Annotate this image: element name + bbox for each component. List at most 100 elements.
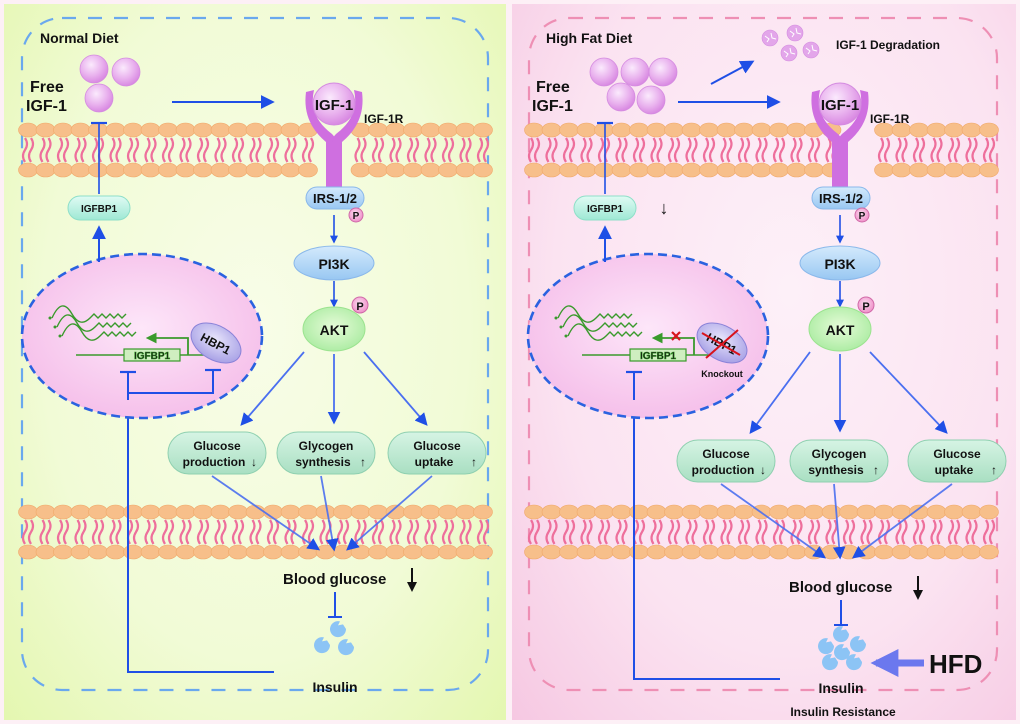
receptor-label: IGF-1R — [870, 112, 910, 126]
lipid-head — [193, 504, 213, 520]
lipid-head — [559, 504, 579, 520]
outcome-box — [676, 439, 776, 483]
igfbp1-protein-label: IGFBP1 — [81, 204, 118, 215]
lipid-head — [473, 544, 493, 560]
lipid-head — [350, 162, 371, 178]
lipid-head — [734, 544, 754, 560]
lipid-tail — [667, 137, 675, 163]
lipid-tail — [441, 137, 449, 163]
lipid-head — [664, 162, 684, 178]
receptor-right-arm — [332, 90, 363, 204]
lipid-tail — [708, 137, 716, 163]
lipid-head — [961, 122, 982, 138]
akt-arrow-glucose-uptake — [363, 351, 428, 426]
lipid-tail — [702, 519, 710, 545]
lipid-tail — [412, 519, 420, 545]
free-igf1-label: IGF-1 — [532, 98, 573, 115]
lipid-head — [699, 162, 719, 178]
lipid-head — [175, 504, 196, 520]
lipid-tail — [202, 519, 210, 545]
lipid-tail — [115, 519, 122, 545]
pi3k-label: PI3K — [824, 256, 855, 272]
plasma-membrane-bottom-hfd — [524, 504, 999, 560]
lipid-head — [263, 122, 283, 138]
mrna-cap — [53, 325, 57, 329]
insulin-molecule — [834, 644, 851, 661]
insulin-molecule — [833, 626, 850, 643]
lipid-tail — [597, 137, 605, 163]
igf1-receptor — [305, 82, 363, 204]
lipid-tail — [527, 137, 535, 163]
lipid-tail — [447, 519, 455, 545]
lipid-tail — [266, 137, 274, 163]
outcome-line1: Glucose — [413, 439, 461, 453]
lipid-tail — [860, 519, 867, 545]
lipid-tail — [545, 519, 552, 545]
lipid-head — [315, 544, 336, 560]
lipid-tail — [307, 519, 315, 545]
lipid-head — [944, 162, 964, 178]
igf1-sphere — [589, 57, 619, 87]
lipid-head — [734, 122, 754, 138]
lipid-head — [716, 162, 737, 178]
akt-arrow-glucose-production — [240, 351, 305, 426]
akt-arrow-glucose-uptake — [869, 351, 948, 434]
lipid-tail — [465, 519, 472, 545]
outcome-trend-arrow: ↓ — [251, 455, 257, 469]
lipid-head — [856, 504, 877, 520]
lipid-head — [576, 122, 597, 138]
lipid-tail — [621, 137, 628, 163]
lipid-tail — [965, 519, 972, 545]
lipid-head — [315, 504, 336, 520]
lipid-tail — [562, 519, 570, 545]
mrna-strand — [562, 314, 638, 332]
lipid-head — [611, 504, 632, 520]
outcome-line2: production — [183, 455, 246, 469]
lipid-head — [716, 544, 737, 560]
lipid-tail — [424, 519, 431, 545]
plasma-membrane-top-normal — [18, 122, 493, 178]
lipid-head — [944, 122, 964, 138]
lipid-head — [420, 122, 441, 138]
insulin-molecule — [822, 654, 839, 671]
irs-label: IRS-1/2 — [313, 191, 357, 206]
lipid-tail — [272, 137, 280, 163]
lipid-tail — [179, 519, 186, 545]
lipid-tail — [126, 137, 134, 163]
lipid-tail — [650, 137, 657, 163]
lipid-tail — [638, 519, 646, 545]
lipid-head — [70, 122, 91, 138]
outcome-line2: synthesis — [808, 463, 864, 477]
lipid-head — [576, 162, 597, 178]
lipid-tail — [150, 137, 157, 163]
lipid-head — [333, 504, 353, 520]
lipid-tail — [62, 137, 70, 163]
outcome-to-blood-glucose-arrow — [346, 475, 433, 551]
degraded-igf1-fragment — [761, 29, 779, 47]
lipid-head — [158, 122, 178, 138]
lipid-head — [263, 162, 283, 178]
lipid-tail — [97, 519, 105, 545]
akt-arrow-glucose-production — [749, 351, 811, 435]
outcome-box — [387, 431, 487, 475]
lipid-tail — [971, 137, 978, 163]
lipid-head — [629, 504, 649, 520]
lipid-tail — [406, 519, 414, 545]
lipid-head — [70, 162, 91, 178]
lipid-head — [891, 162, 912, 178]
igf1-sphere — [84, 83, 114, 113]
lipid-head — [734, 504, 754, 520]
lipid-tail — [586, 519, 593, 545]
mrna-cap — [554, 316, 558, 320]
akt-node — [808, 306, 872, 352]
lipid-head — [926, 162, 947, 178]
igf1-sphere — [606, 82, 636, 112]
lipid-head — [874, 504, 894, 520]
lipid-head — [473, 122, 493, 138]
lipid-tail — [56, 519, 64, 545]
lipid-head — [751, 122, 772, 138]
outcome-to-blood-glucose-arrow — [832, 483, 846, 560]
lipid-head — [245, 504, 266, 520]
lipid-tail — [685, 519, 692, 545]
lipid-tail — [936, 519, 943, 545]
